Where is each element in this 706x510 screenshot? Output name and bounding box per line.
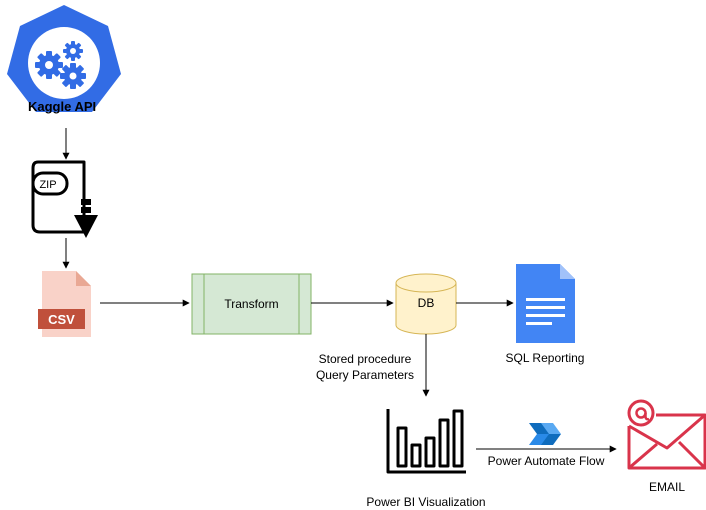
- db-edge-label-line1: Stored procedure: [312, 352, 418, 366]
- sql-reporting-label: SQL Reporting: [505, 351, 585, 365]
- csv-file-icon: [38, 271, 91, 337]
- zip-label: ZIP: [39, 179, 56, 191]
- power-bi-label: Power BI Visualization: [366, 495, 486, 509]
- document-icon: [516, 264, 575, 343]
- power-automate-flow-label: Power Automate Flow: [484, 454, 608, 468]
- power-automate-icon: [529, 423, 561, 445]
- db-label: DB: [417, 296, 435, 310]
- csv-label: CSV: [48, 312, 75, 327]
- bar-chart-icon: [386, 409, 466, 474]
- at-sign-icon: [627, 399, 655, 427]
- email-label: EMAIL: [648, 480, 685, 494]
- transform-label: Transform: [224, 297, 279, 311]
- db-edge-label-line2: Query Parameters: [312, 368, 418, 382]
- email-envelope-icon: [627, 413, 706, 470]
- kaggle-api-icon: [7, 5, 121, 112]
- kaggle-api-label: Kaggle API: [28, 99, 97, 114]
- zip-file-icon: [31, 160, 86, 234]
- db-cylinder: [395, 273, 457, 335]
- download-arrow-icon: [74, 199, 98, 238]
- transform-box: [191, 273, 312, 335]
